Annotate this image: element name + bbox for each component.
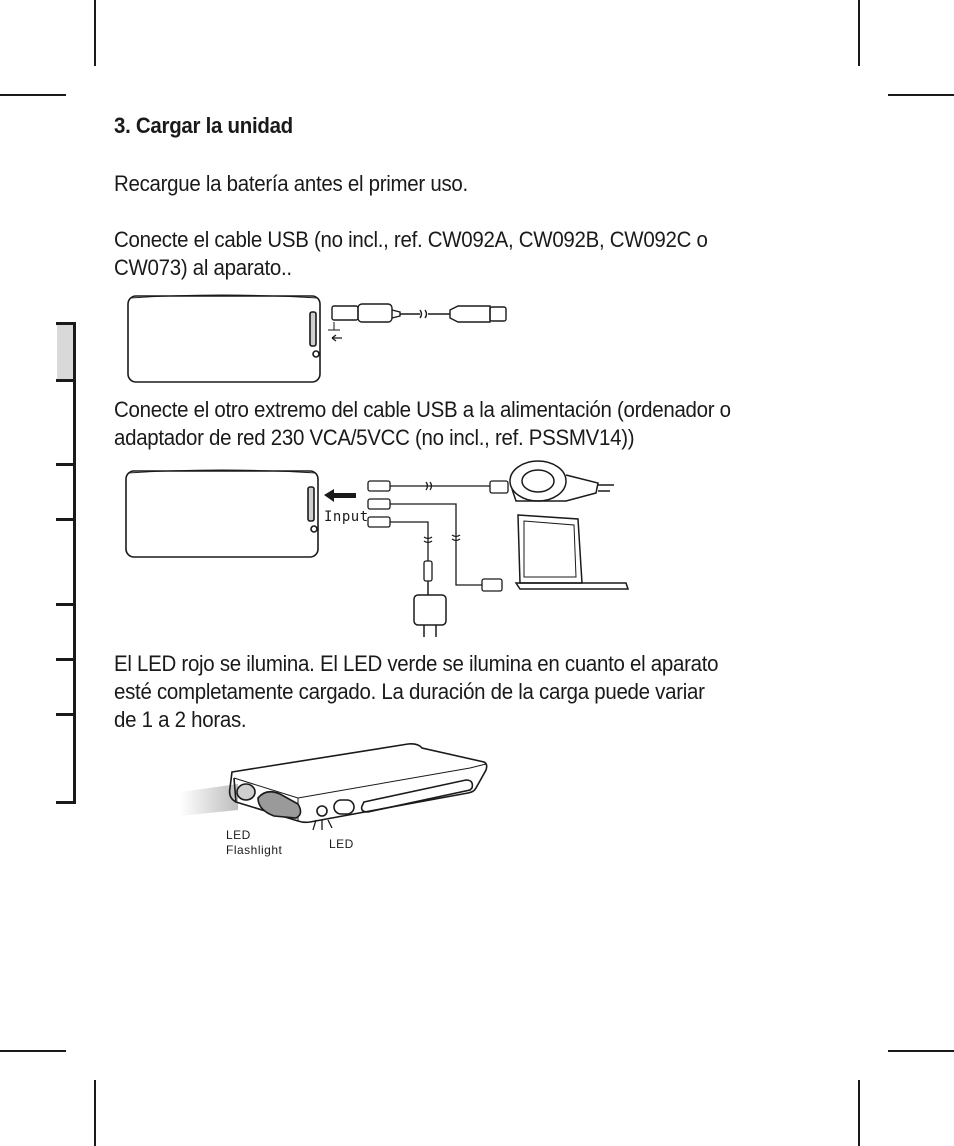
car-charger-icon — [509, 460, 614, 502]
flashlight-beam — [180, 784, 238, 816]
paragraph-connect-power-1: Conecte el otro extremo del cable USB a … — [114, 397, 731, 422]
paragraph-led-1: El LED rojo se ilumina. El LED verde se … — [114, 651, 719, 676]
paragraph-led-2: esté completamente cargado. La duración … — [114, 679, 705, 704]
crop-mark — [0, 94, 66, 96]
crop-mark — [94, 0, 96, 66]
paragraph-connect-usb-2: CW073) al aparato.. — [114, 255, 292, 280]
input-label: Input — [324, 509, 369, 525]
multi-usb-cable-icon — [367, 480, 509, 592]
led-light-icon — [312, 819, 333, 831]
figure-led-indicator: LED Flashlight LED — [180, 743, 488, 857]
input-arrow-icon — [324, 489, 356, 502]
crop-mark — [858, 0, 860, 66]
laptop-icon — [514, 514, 630, 590]
usb-cable-icon — [328, 303, 507, 342]
wall-adapter-icon — [413, 581, 447, 637]
led-label: LED — [329, 837, 354, 851]
active-tab-marker — [57, 325, 73, 379]
language-tab-index — [54, 322, 76, 804]
paragraph-connect-power-2: adaptador de red 230 VCA/5VCC (no incl.,… — [114, 425, 635, 450]
crop-mark — [858, 1080, 860, 1146]
paragraph-first-use: Recargue la batería antes el primer uso. — [114, 171, 468, 196]
battery-pack-icon — [228, 743, 488, 824]
crop-mark — [888, 1050, 954, 1052]
led-flashlight-label: LED — [226, 828, 251, 842]
led-flashlight-label-2: Flashlight — [226, 843, 283, 857]
paragraph-connect-usb-1: Conecte el cable USB (no incl., ref. CW0… — [114, 227, 708, 252]
crop-mark — [888, 94, 954, 96]
section-title: 3. Cargar la unidad — [114, 113, 293, 138]
battery-pack-icon — [127, 294, 321, 383]
figure-power-sources: Input — [125, 460, 630, 637]
figure-usb-connection — [127, 294, 507, 383]
battery-pack-icon — [125, 469, 319, 558]
crop-mark — [0, 1050, 66, 1052]
paragraph-led-3: de 1 a 2 horas. — [114, 707, 247, 732]
crop-mark — [94, 1080, 96, 1146]
